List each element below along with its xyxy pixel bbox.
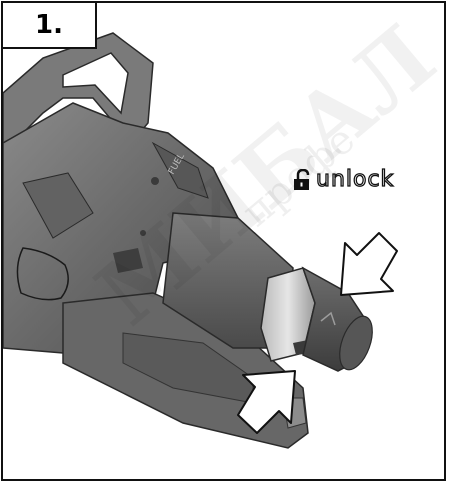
push-arrow-down-icon xyxy=(340,232,398,296)
push-arrow-up-icon xyxy=(237,370,296,434)
instruction-panel: 1. xyxy=(1,1,446,481)
tool-housing: FUEL xyxy=(3,102,239,354)
end-cap xyxy=(301,266,373,372)
unlock-indicator: unlock xyxy=(293,167,395,192)
tool-illustration: FUEL xyxy=(3,32,398,449)
unlock-label: unlock xyxy=(315,167,395,192)
step-number: 1. xyxy=(3,3,97,49)
thumb-outline xyxy=(16,247,69,301)
padlock-open-icon xyxy=(294,169,310,190)
